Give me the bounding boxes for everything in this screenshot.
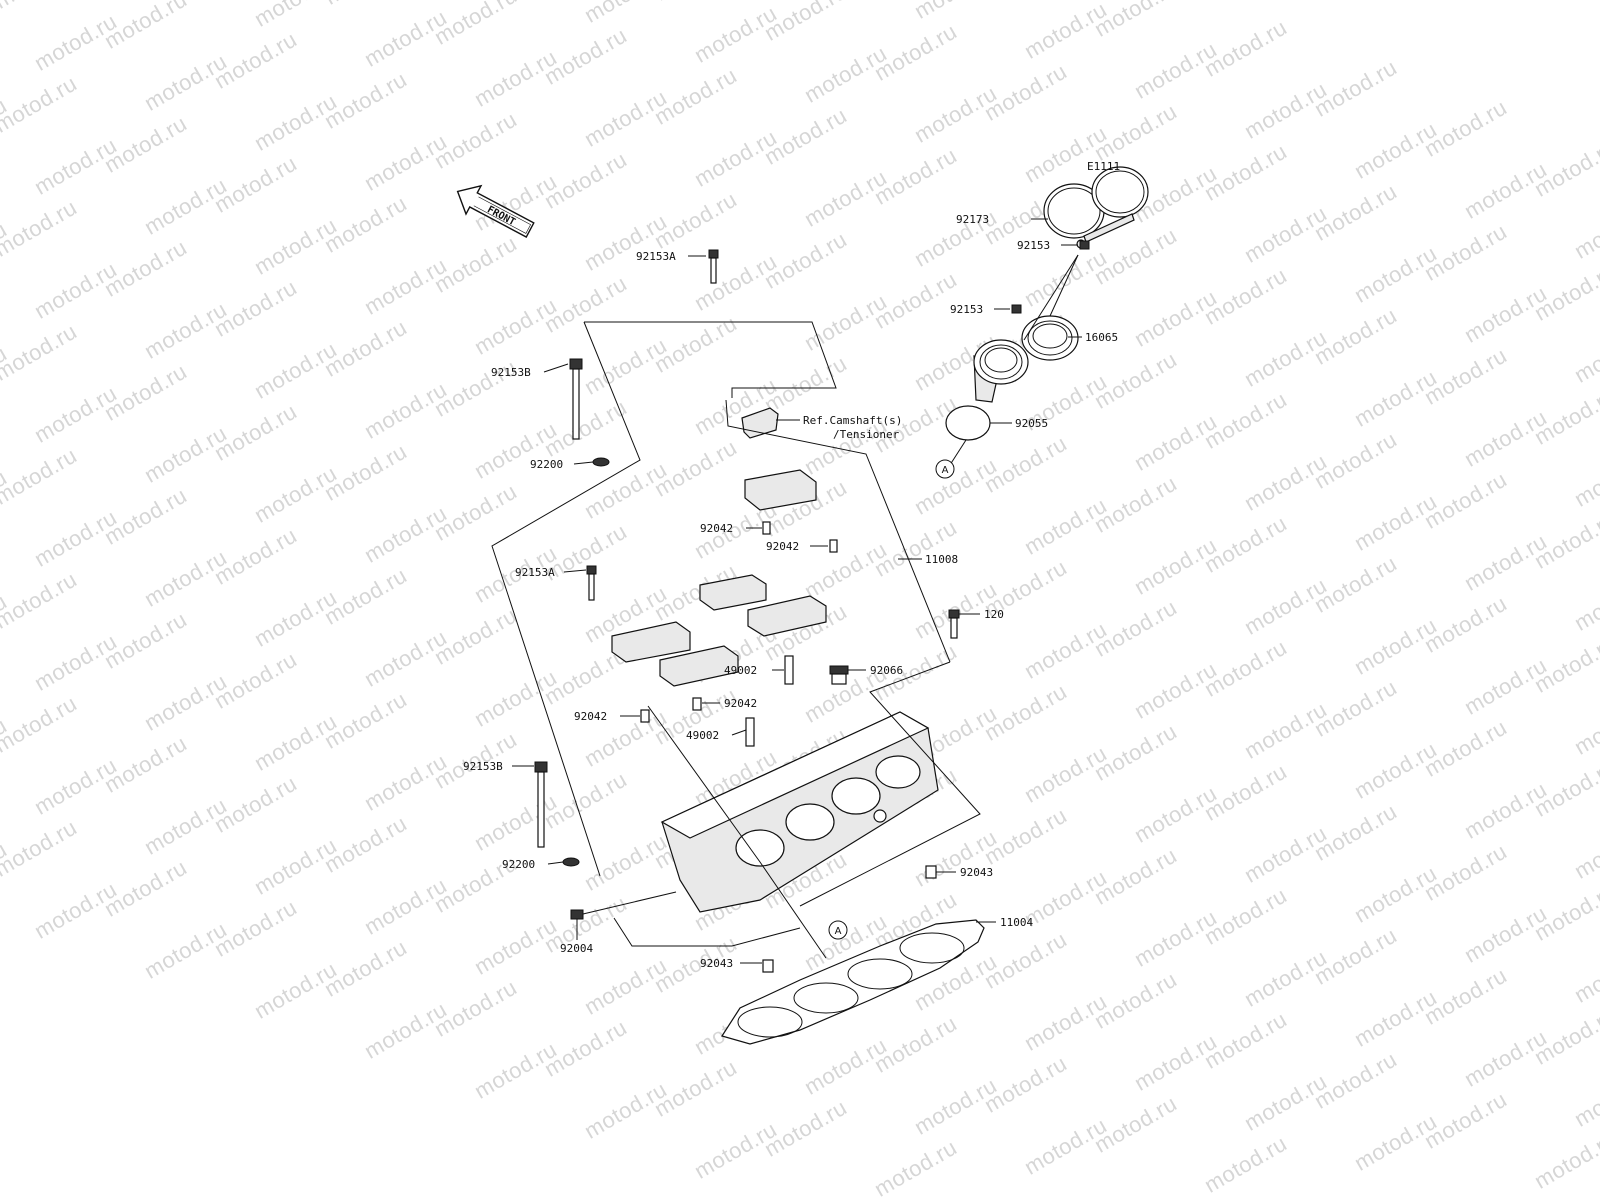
label-92153b-top: 92153B bbox=[491, 366, 531, 379]
label-92153a-top: 92153A bbox=[636, 250, 676, 263]
callout-a-top: A bbox=[935, 459, 955, 479]
holder-16065 bbox=[973, 315, 1079, 403]
washer-92200-bottom bbox=[562, 857, 580, 867]
cam-cap-top bbox=[744, 469, 838, 553]
clamp-92173 bbox=[1043, 166, 1149, 249]
label-e1111: E1111 bbox=[1087, 160, 1120, 173]
bolt-120 bbox=[948, 609, 960, 639]
label-11008: 11008 bbox=[925, 553, 958, 566]
bolt-92153-mid bbox=[1011, 304, 1022, 314]
plug-92066 bbox=[829, 665, 849, 685]
label-49002-a: 49002 bbox=[724, 664, 757, 677]
label-92055: 92055 bbox=[1015, 417, 1048, 430]
label-11004: 11004 bbox=[1000, 916, 1033, 929]
label-92066: 92066 bbox=[870, 664, 903, 677]
dowel-92043-bottom bbox=[762, 959, 774, 973]
bolt-92153a-mid bbox=[586, 565, 597, 601]
callout-a-bottom: A bbox=[828, 920, 848, 940]
guide-49002-b bbox=[745, 717, 755, 747]
callout-a-bottom-label: A bbox=[835, 926, 842, 937]
label-92153-mid: 92153 bbox=[950, 303, 983, 316]
label-92153b-bottom: 92153B bbox=[463, 760, 503, 773]
guide-49002-a bbox=[784, 655, 794, 685]
label-92153a-mid: 92153A bbox=[515, 566, 555, 579]
front-arrow-icon: FRONT bbox=[456, 184, 535, 238]
dowel-92043-right bbox=[925, 865, 937, 879]
dowel-92042-d bbox=[640, 709, 650, 723]
bolt-92153a-top bbox=[708, 249, 719, 284]
label-92043-bottom: 92043 bbox=[700, 957, 733, 970]
label-92042-d: 92042 bbox=[574, 710, 607, 723]
callout-a-top-label: A bbox=[942, 465, 949, 476]
washer-92200-top bbox=[592, 457, 610, 467]
label-92042-c: 92042 bbox=[724, 697, 757, 710]
label-92200-top: 92200 bbox=[530, 458, 563, 471]
label-49002-b: 49002 bbox=[686, 729, 719, 742]
label-92042-a: 92042 bbox=[700, 522, 733, 535]
ref-camshaft-line1: Ref.Camshaft(s) bbox=[803, 414, 902, 427]
ref-camshaft-line2: /Tensioner bbox=[833, 428, 900, 441]
tensioner-bracket bbox=[741, 407, 779, 439]
cylinder-head-11008 bbox=[660, 711, 939, 913]
label-92042-b: 92042 bbox=[766, 540, 799, 553]
leader-lines bbox=[512, 218, 1082, 964]
group-lines bbox=[491, 321, 981, 959]
label-92200-bottom: 92200 bbox=[502, 858, 535, 871]
oring-92055 bbox=[945, 405, 991, 441]
cam-cap-row-2 bbox=[611, 621, 739, 687]
bolt-92153-top bbox=[1079, 240, 1090, 250]
label-120: 120 bbox=[984, 608, 1004, 621]
bolt-92153b-bottom bbox=[534, 761, 548, 848]
stud-92004 bbox=[570, 909, 584, 920]
label-92153-top: 92153 bbox=[1017, 239, 1050, 252]
label-16065: 16065 bbox=[1085, 331, 1118, 344]
label-92173: 92173 bbox=[956, 213, 989, 226]
bolt-92153b-top bbox=[569, 358, 583, 440]
label-92004: 92004 bbox=[560, 942, 593, 955]
cam-cap-row-1 bbox=[699, 574, 827, 637]
label-92043-right: 92043 bbox=[960, 866, 993, 879]
head-gasket-11004 bbox=[721, 919, 985, 1045]
dowel-92042-c bbox=[692, 697, 702, 711]
